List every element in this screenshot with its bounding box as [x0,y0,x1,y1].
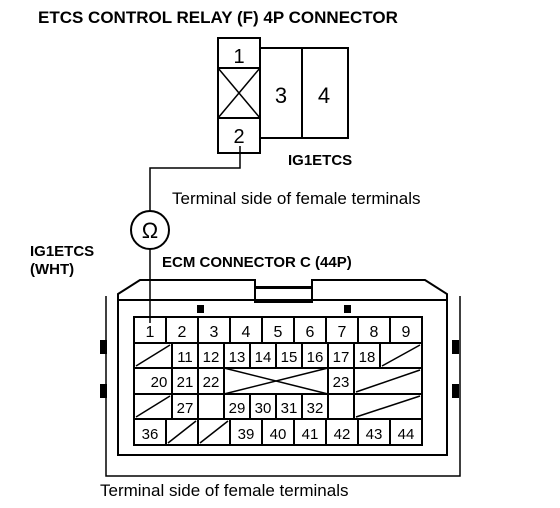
ecm-pin-41: 41 [302,426,319,443]
left-lock-tab-lower [100,384,107,398]
ecm-pin-20: 20 [151,374,168,391]
right-lock-tab-lower [452,384,459,398]
ecm-pin-14: 14 [255,349,272,366]
ecm-pin-42: 42 [334,426,351,443]
right-lock-tab [452,340,459,354]
ohm-symbol: Ω [142,218,158,243]
ecm-pin-1: 1 [146,324,155,341]
ecm-terminal-grid [133,316,423,446]
ecm-pin-8: 8 [370,324,379,341]
empty-cavity-marks [135,344,421,444]
ecm-pin-4: 4 [242,324,251,341]
ecm-pin-17: 17 [333,349,350,366]
relay-pin-2: 2 [233,126,244,148]
relay-pin-4: 4 [318,83,330,108]
relay-side-note: Terminal side of female terminals [172,189,420,208]
ecm-pin-15: 15 [281,349,298,366]
ecm-pin-9: 9 [402,324,411,341]
ecm-pin-29: 29 [229,400,246,417]
ecm-pin-39: 39 [238,426,255,443]
ecm-pin-43: 43 [366,426,383,443]
ecm-pin-7: 7 [338,324,347,341]
ecm-connector-housing [117,279,448,456]
ecm-pin-11: 11 [177,349,193,366]
ecm-pin-6: 6 [306,324,315,341]
relay-connector-body [217,37,349,154]
lead-wire-color: (WHT) [30,261,74,278]
relay-pin-1: 1 [233,46,244,68]
ecm-pin-23: 23 [333,374,350,391]
relay-empty-cavity-icon [217,67,261,119]
ecm-pin-27: 27 [177,400,194,417]
key-mark-right [344,305,351,313]
key-mark-left [197,305,204,313]
relay-pin-3: 3 [275,83,287,108]
ecm-side-note: Terminal side of female terminals [100,481,348,500]
ecm-pin-2: 2 [178,324,187,341]
upper-test-lead [149,146,241,211]
relay-wire-label: IG1ETCS [288,152,352,169]
ecm-pin-5: 5 [274,324,283,341]
ecm-pin-32: 32 [307,400,324,417]
lead-wire-label: IG1ETCS [30,243,94,260]
ecm-pin-30: 30 [255,400,272,417]
left-lock-tab [100,340,107,354]
ecm-connector-title: ECM CONNECTOR C (44P) [162,254,352,271]
relay-connector-title: ETCS CONTROL RELAY (F) 4P CONNECTOR [38,8,398,27]
ecm-pin-16: 16 [307,349,324,366]
ecm-pin-40: 40 [270,426,287,443]
ecm-pin-36: 36 [142,426,159,443]
ecm-pin-44: 44 [398,426,415,443]
ecm-pin-12: 12 [203,349,220,366]
ecm-pin-3: 3 [210,324,219,341]
ecm-pin-13: 13 [229,349,246,366]
ecm-pin-18: 18 [359,349,376,366]
ecm-pin-22: 22 [203,374,220,391]
ecm-pin-21: 21 [177,374,194,391]
ecm-pin-31: 31 [281,400,298,417]
